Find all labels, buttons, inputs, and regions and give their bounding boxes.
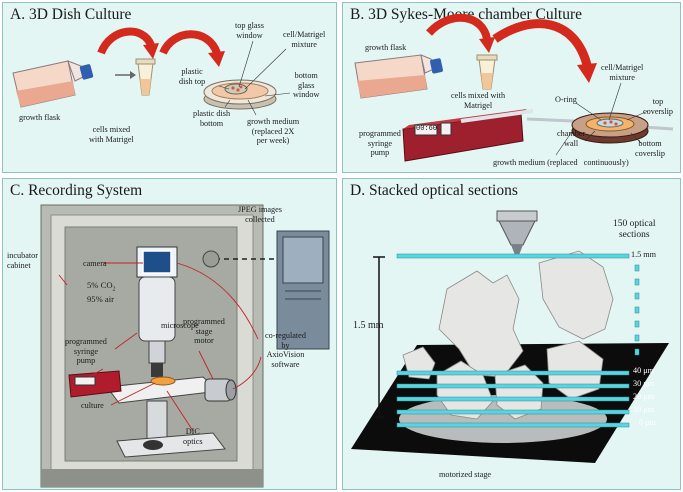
pipette-tube-icon [135,58,156,96]
pump-display: 00:60 [416,125,438,133]
small-arrow-icon [115,71,136,79]
panel-a-dish-culture: A. 3D Dish Culture [2,2,337,173]
panel-d-illustration [351,210,669,463]
port-icon [202,250,220,268]
growth-flask-label: growth flask [365,43,407,52]
red-arrow-head-icon [479,37,495,53]
section-label-30um: 30 μm [633,379,654,388]
section-plane-10 [396,409,630,415]
panel-a-title: A. 3D Dish Culture [10,6,132,23]
petri-dish-icon [203,79,277,110]
red-arrow-icon [492,19,592,67]
red-arrow-icon [97,27,155,55]
scale-bar-label: 1.5 mm [353,320,384,331]
pointer-lines [58,262,262,432]
panel-b-illustration [354,13,674,162]
red-arrow-icon [159,30,221,55]
section-label-0um: 0 μm [639,418,656,427]
panel-d-title: D. Stacked optical sections [350,182,518,199]
section-label-10um: 10 μm [633,405,654,414]
panel-c-recording-system: C. Recording System [2,178,337,490]
pointer-lines [218,40,291,116]
atmosphere-label: 5% CO2 95% air [87,280,116,305]
syringe-pump-icon [402,109,534,162]
growth-medium-label: growth medium (replaced continuously) [493,158,629,167]
panel-c-title: C. Recording System [10,182,143,199]
camera-label: camera [83,259,107,268]
motorized-stage-label: motorized stage [439,470,492,479]
scale-bar [373,256,385,418]
computer-tower-icon [276,230,330,350]
culture-label: culture [81,401,104,410]
stage-motor-icon [204,378,237,402]
microscope-icon [106,246,226,458]
section-plane-20 [396,396,630,402]
growth-flask-icon [12,60,94,108]
syringe-pump-icon [68,370,122,398]
red-arrow-head-icon [577,63,597,83]
depth-1-5mm-label: 1.5 mm [631,250,657,259]
o-ring-label: O-ring [555,95,577,104]
red-arrow-head-icon [208,51,225,67]
red-arrow-icon [426,13,491,41]
growth-flask-label: growth flask [19,113,61,122]
red-arrow-head-icon [143,43,159,59]
pipette-tube-icon [476,54,498,90]
optical-section-planes [396,253,630,428]
section-label-40um: 40 μm [633,366,654,375]
panel-b-sykes-moore-chamber: B. 3D Sykes-Moore chamber Culture [342,2,681,173]
panel-a-illustration [12,27,291,116]
section-plane-40 [396,370,630,376]
pointer-lines [555,82,649,156]
section-markers [634,264,640,356]
objective-lens-icon [496,210,538,255]
section-label-20um: 20 μm [633,392,654,401]
microscope-label: microscope [161,321,199,330]
section-plane-30 [396,383,630,389]
panel-c-illustration [40,204,330,488]
panel-d-stacked-optical-sections: D. Stacked optical sections [342,178,681,490]
section-plane-0 [396,422,630,428]
growth-flask-icon [354,54,443,99]
section-plane-top [396,253,630,259]
